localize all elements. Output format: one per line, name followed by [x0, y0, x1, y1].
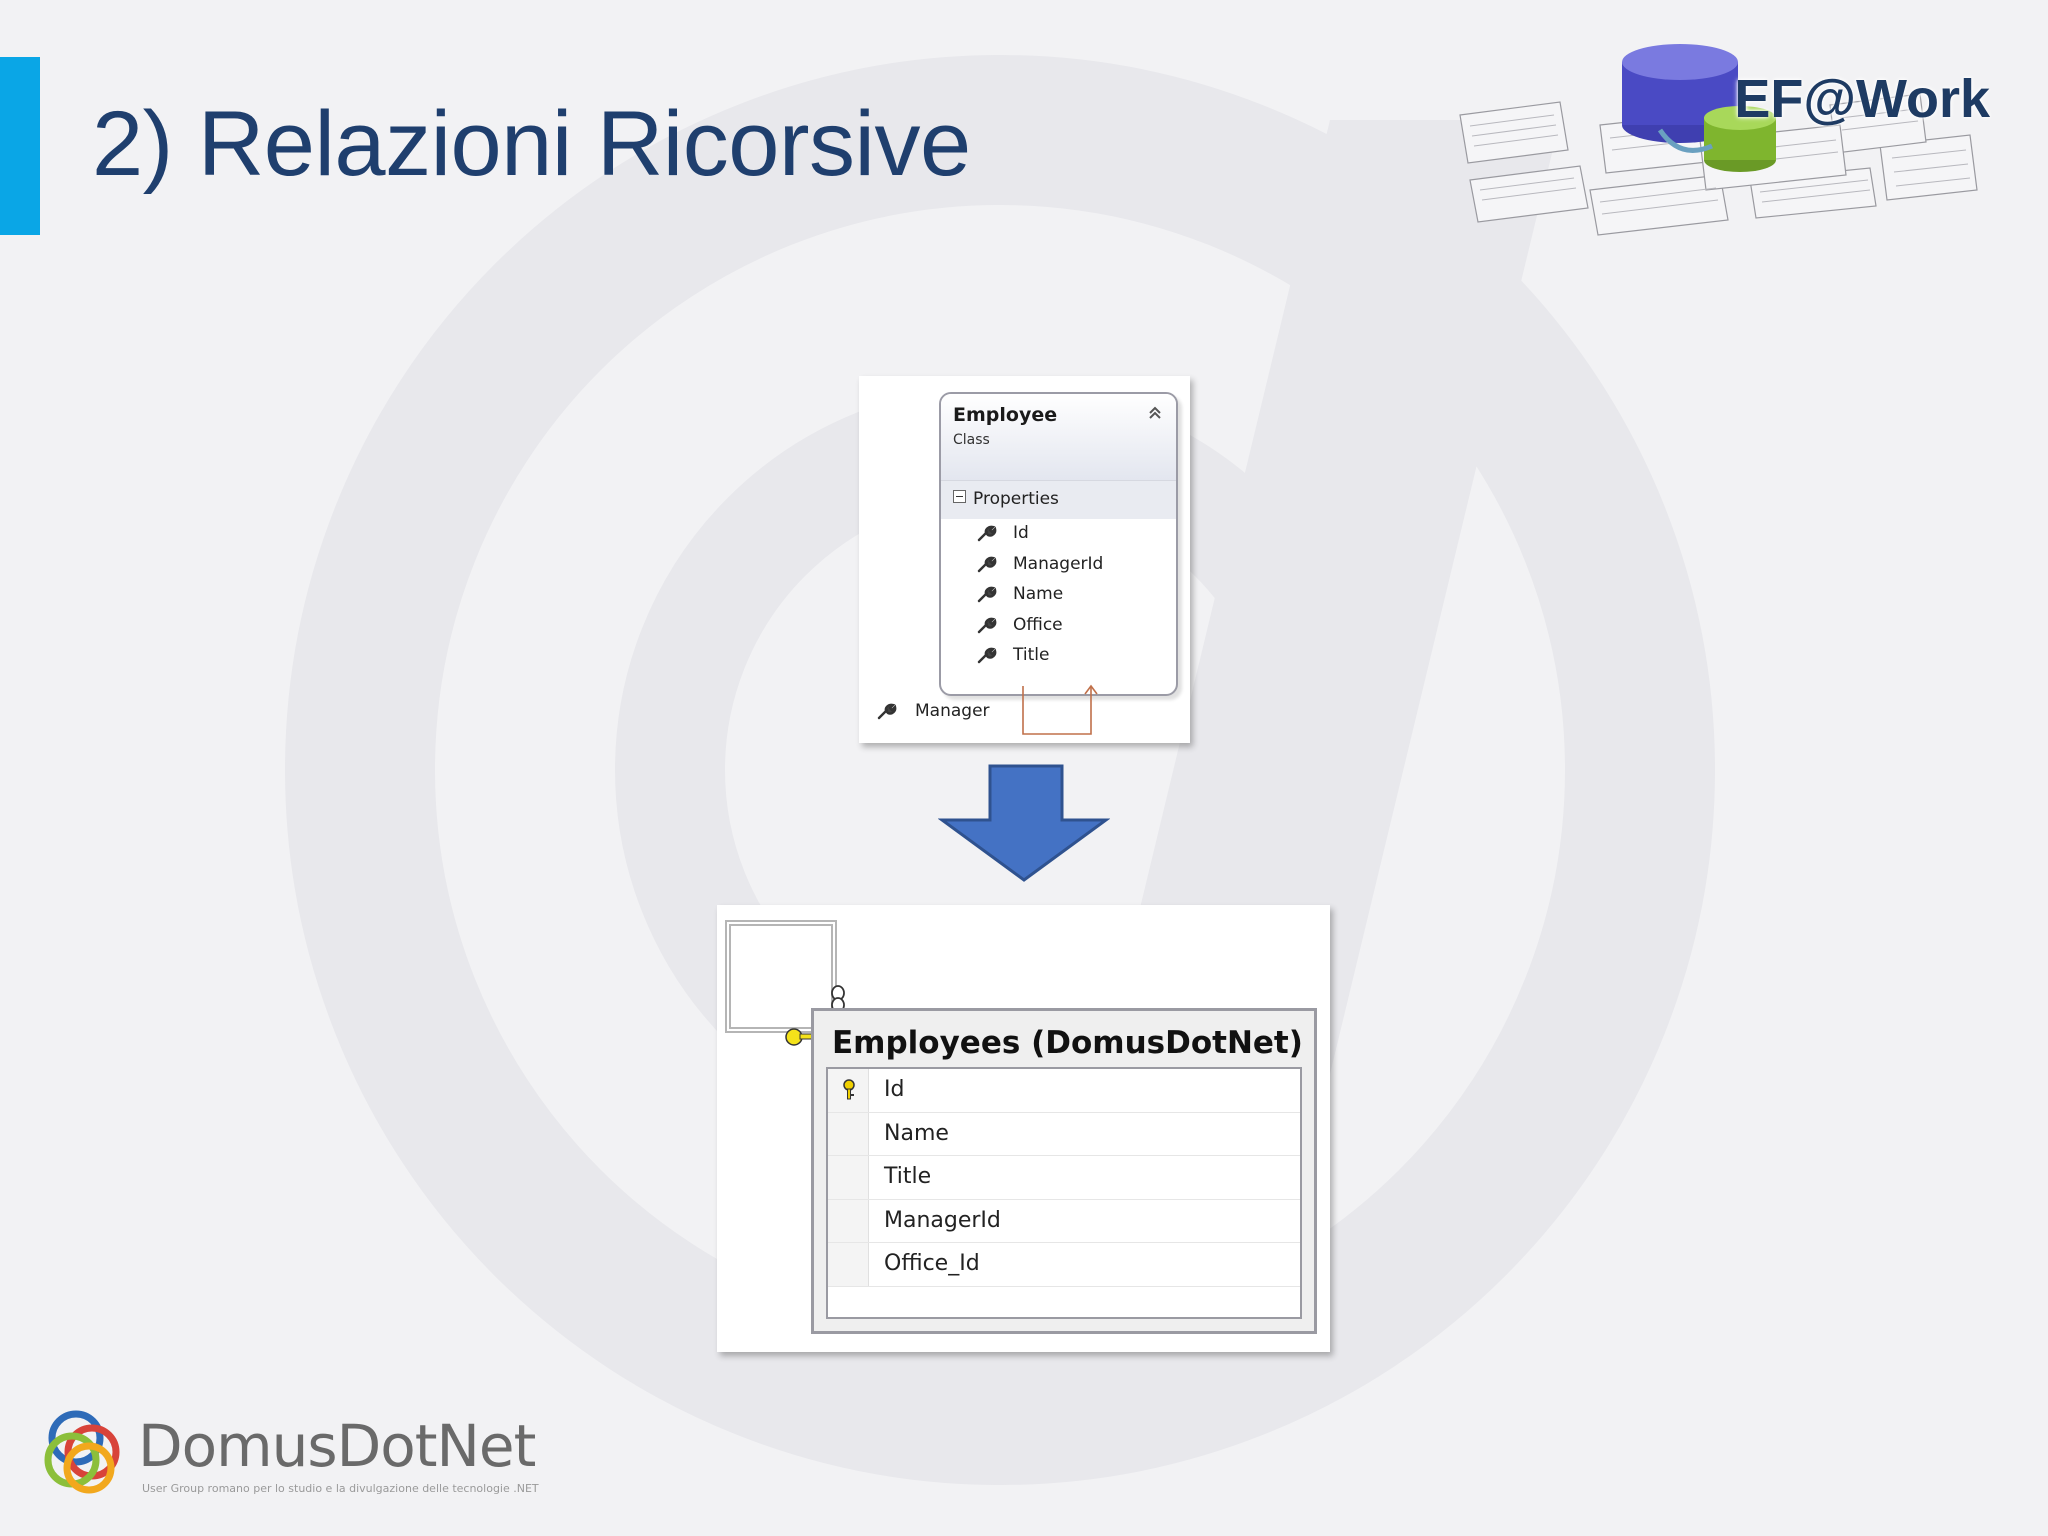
property-label: Name	[1013, 584, 1064, 604]
property-item[interactable]: Name	[941, 580, 1176, 611]
property-label: Id	[1013, 523, 1029, 543]
property-item[interactable]: Title	[941, 641, 1176, 672]
property-label: Office	[1013, 614, 1063, 635]
row-selector[interactable]	[828, 1199, 869, 1242]
property-item[interactable]: Id	[941, 519, 1176, 550]
column-label: Name	[884, 1120, 949, 1146]
collapse-minus-icon[interactable]	[953, 490, 966, 503]
wrench-icon	[977, 647, 997, 664]
class-diagram: Employee Class Properties Id ManagerId N…	[859, 376, 1190, 743]
down-arrow-icon	[938, 764, 1110, 882]
wrench-icon	[977, 586, 997, 603]
self-relationship-connector[interactable]	[725, 920, 845, 1060]
self-association-connector[interactable]	[1019, 684, 1119, 744]
column-label: Id	[884, 1077, 905, 1102]
table-row[interactable]: Id	[828, 1069, 1300, 1113]
brand-logo: EF@Work	[1450, 30, 2030, 240]
class-header: Employee Class	[941, 394, 1176, 480]
property-item[interactable]: Office	[941, 611, 1176, 642]
footer-logo: DomusDotNet User Group romano per lo stu…	[34, 1400, 594, 1510]
row-selector[interactable]	[828, 1243, 869, 1286]
navigation-property-label: Manager	[915, 701, 990, 721]
wrench-icon	[977, 556, 997, 572]
property-list: Id ManagerId Name Office Title	[941, 519, 1176, 672]
properties-compartment-header[interactable]: Properties	[941, 480, 1176, 519]
domusdotnet-rings-icon	[44, 1410, 120, 1494]
database-diagram-icon	[1459, 44, 1978, 236]
property-label: ManagerId	[1013, 553, 1104, 574]
row-selector[interactable]	[828, 1112, 869, 1155]
footer-name: DomusDotNet	[138, 1412, 536, 1480]
slide-title: 2) Relazioni Ricorsive	[92, 93, 971, 195]
footer-tagline: User Group romano per lo studio e la div…	[142, 1482, 539, 1495]
wrench-icon	[977, 525, 997, 542]
table-row[interactable]: Office_Id	[828, 1243, 1300, 1287]
class-name: Employee	[953, 404, 1058, 426]
wrench-icon	[977, 617, 997, 633]
compartment-label: Properties	[973, 489, 1059, 509]
property-label: Title	[1013, 645, 1050, 665]
column-label: Title	[884, 1164, 932, 1189]
column-grid: Id Name Title ManagerId Office_Id	[826, 1067, 1302, 1319]
title-accent-bar	[0, 57, 40, 235]
table-row[interactable]: Name	[828, 1112, 1300, 1156]
table-row[interactable]: Title	[828, 1156, 1300, 1200]
primary-key-icon	[843, 1079, 855, 1100]
row-selector[interactable]	[828, 1069, 869, 1112]
table-shape[interactable]: Employees (DomusDotNet) Id Name Title	[811, 1008, 1317, 1334]
wrench-icon	[877, 703, 897, 720]
column-label: ManagerId	[884, 1207, 1001, 1233]
brand-text: EF@Work	[1734, 69, 1990, 129]
double-chevron-up-icon[interactable]	[1146, 404, 1164, 422]
table-row[interactable]: ManagerId	[828, 1199, 1300, 1243]
class-shape: Employee Class Properties Id ManagerId N…	[939, 392, 1178, 696]
property-item[interactable]: ManagerId	[941, 550, 1176, 581]
column-label: Office_Id	[884, 1251, 980, 1276]
table-title: Employees (DomusDotNet)	[832, 1025, 1303, 1061]
class-kind: Class	[953, 432, 990, 448]
database-diagram: Employees (DomusDotNet) Id Name Title	[717, 905, 1330, 1352]
row-selector[interactable]	[828, 1156, 869, 1199]
